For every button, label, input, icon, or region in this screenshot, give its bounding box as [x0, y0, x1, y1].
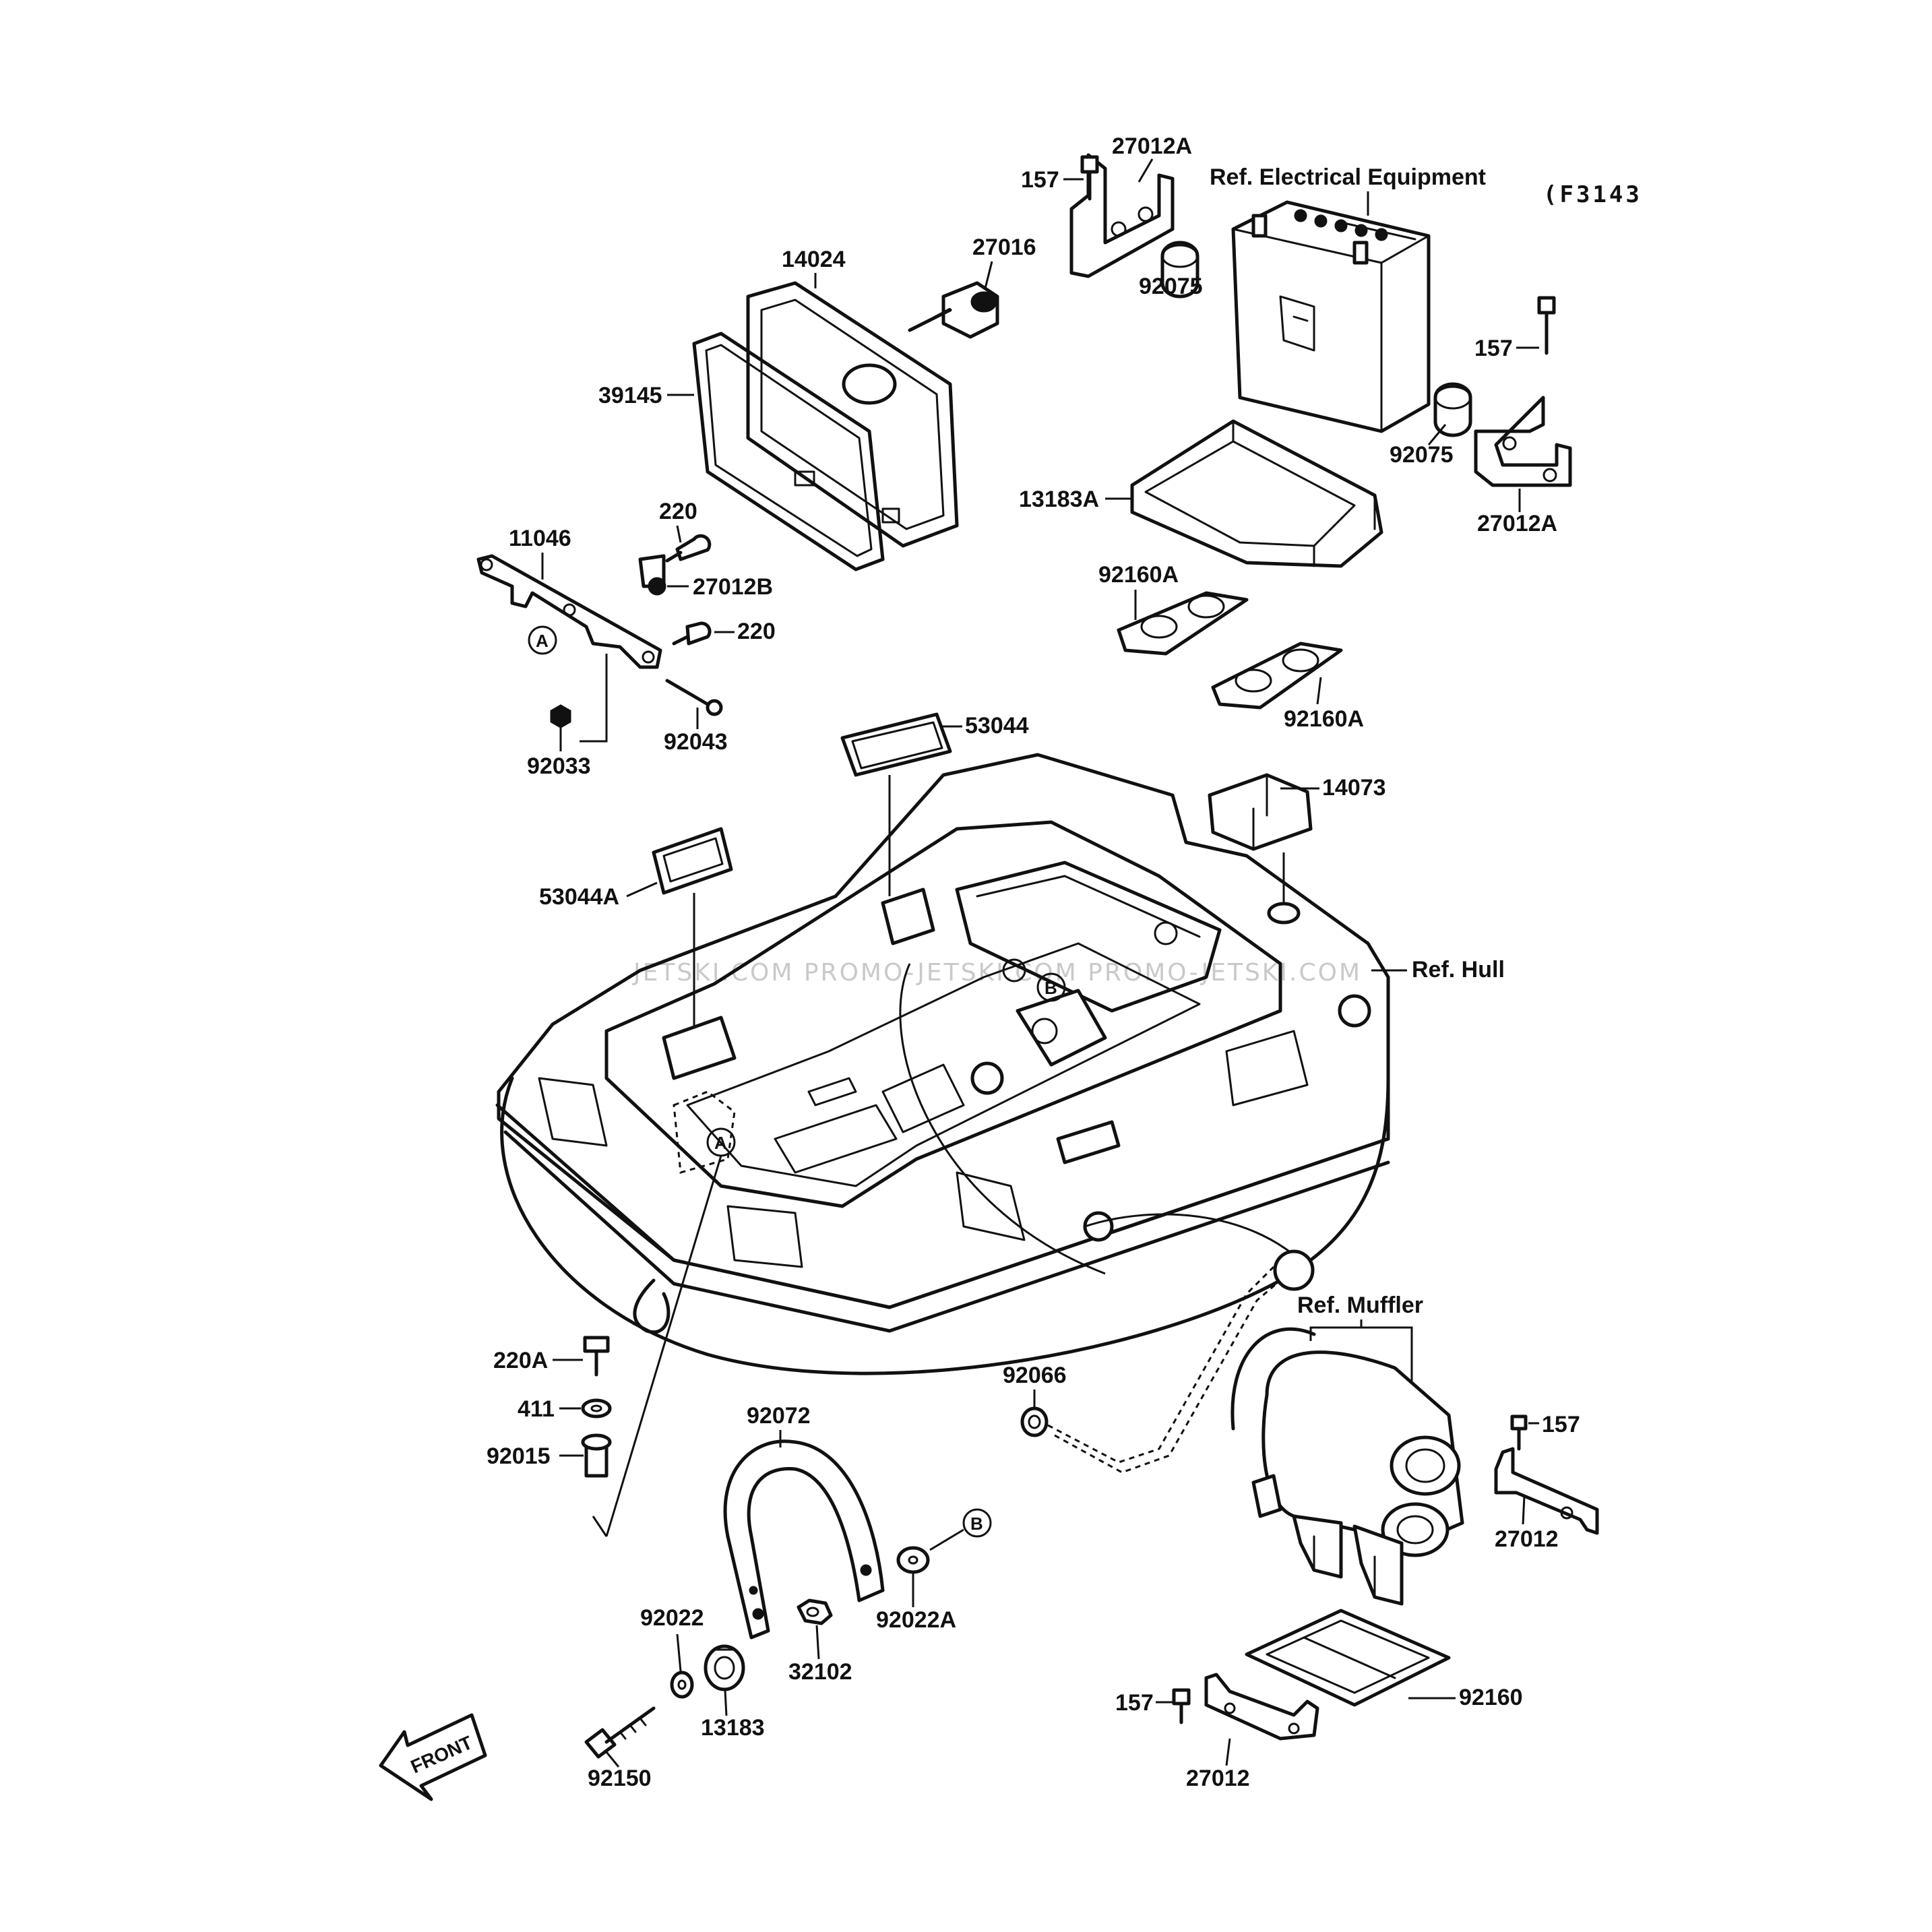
battery-tray-13183A [1130, 419, 1383, 568]
label-27012A-a: 27012A [1112, 133, 1192, 159]
hatch-frame-upper [881, 887, 935, 945]
bracket-27012-right [1494, 1414, 1599, 1535]
label-92160A-b: 92160A [1284, 706, 1364, 732]
screw-220-b [672, 621, 712, 646]
label-92160: 92160 [1459, 1685, 1523, 1710]
label-92075-b: 92075 [1390, 442, 1454, 468]
label-27012-a: 27012 [1495, 1526, 1559, 1552]
label-157-d: 157 [1115, 1690, 1154, 1716]
stay-11046 [476, 554, 662, 669]
gasket-53044 [840, 712, 952, 777]
label-157-c: 157 [1542, 1412, 1580, 1437]
label-92066: 92066 [1003, 1363, 1067, 1388]
pad-92160A-a [1117, 591, 1249, 656]
label-13183A: 13183A [1019, 487, 1099, 512]
ref-hull-label: Ref. Hull [1412, 957, 1505, 983]
washer-411 [581, 1398, 612, 1419]
hull-grommet [1267, 902, 1301, 925]
bolt-92150 [584, 1706, 656, 1759]
label-92033: 92033 [527, 753, 591, 779]
muffler-grommet [1273, 1249, 1315, 1291]
bracket-27012-bottom [1172, 1673, 1319, 1741]
svg-text:A: A [714, 1133, 727, 1153]
label-157-a: 157 [1021, 167, 1059, 193]
label-39145: 39145 [598, 383, 662, 408]
svg-text:B: B [970, 1514, 983, 1534]
hatch-frame-lower [662, 1016, 737, 1080]
pad-92160A-b [1211, 642, 1343, 710]
cap-14073 [1208, 773, 1313, 851]
label-220-a: 220 [659, 499, 697, 524]
label-157-b: 157 [1474, 336, 1513, 361]
pad-92160 [1245, 1609, 1451, 1707]
label-92022A: 92022A [876, 1607, 956, 1633]
knob-27016 [908, 281, 999, 339]
front-arrow: FRONT [379, 1713, 487, 1801]
bolt-220A [583, 1336, 610, 1377]
label-27012-b: 27012 [1186, 1766, 1250, 1791]
screw-220-a [665, 534, 712, 563]
nut-32102 [797, 1598, 833, 1625]
label-27012B: 27012B [693, 574, 773, 600]
marker-b-lower: B [962, 1508, 992, 1538]
svg-text:B: B [1045, 978, 1057, 998]
battery [1231, 200, 1431, 433]
bracket-27012A-right [1474, 296, 1572, 487]
grommet-92066 [1020, 1406, 1049, 1437]
rubber-92075-b [1433, 382, 1472, 437]
label-11046: 11046 [509, 526, 571, 551]
ref-electrical-label: Ref. Electrical Equipment [1210, 164, 1486, 190]
label-411: 411 [518, 1396, 555, 1422]
label-32102: 32102 [788, 1659, 852, 1685]
label-92022: 92022 [640, 1605, 704, 1631]
label-13183: 13183 [701, 1715, 765, 1741]
label-14024: 14024 [782, 247, 846, 272]
label-53044A: 53044A [539, 884, 619, 910]
label-92043: 92043 [664, 729, 728, 755]
wire-route-dashed [1047, 1266, 1275, 1464]
washer-92022 [670, 1671, 694, 1699]
svg-text:A: A [536, 631, 549, 651]
label-92072: 92072 [747, 1403, 811, 1429]
label-14073: 14073 [1322, 775, 1386, 801]
gasket-39145 [692, 332, 900, 571]
label-27012A-b: 27012A [1477, 511, 1557, 536]
nut-92033 [550, 704, 571, 728]
marker-a-upper: A [528, 625, 557, 655]
collar-92015 [581, 1433, 612, 1478]
label-220-b: 220 [737, 619, 776, 644]
marker-a-hull: A [706, 1127, 736, 1157]
bushing-13183 [704, 1644, 745, 1691]
strap-92072 [723, 1439, 885, 1640]
cover-14024 [746, 281, 959, 548]
muffler [1230, 1327, 1464, 1606]
label-92160A-a: 92160A [1098, 562, 1179, 588]
ref-muffler-label: Ref. Muffler [1297, 1292, 1423, 1318]
hull [495, 753, 1390, 1375]
gasket-53044A [652, 827, 733, 895]
diagram-ref-code: (F3143 [1543, 181, 1642, 208]
label-53044: 53044 [965, 713, 1029, 739]
bracket-27012A-top [1069, 153, 1175, 278]
label-92015: 92015 [487, 1443, 551, 1469]
marker-b-hull: B [1036, 972, 1066, 1002]
label-27016: 27016 [972, 235, 1036, 260]
label-92150: 92150 [588, 1766, 652, 1791]
bracket-27012B [638, 554, 666, 596]
label-92075-a: 92075 [1139, 274, 1203, 299]
screw-92043 [665, 679, 723, 716]
washer-92022A [896, 1546, 930, 1574]
label-220A: 220A [493, 1348, 548, 1373]
rubber-92075-a [1160, 241, 1199, 299]
